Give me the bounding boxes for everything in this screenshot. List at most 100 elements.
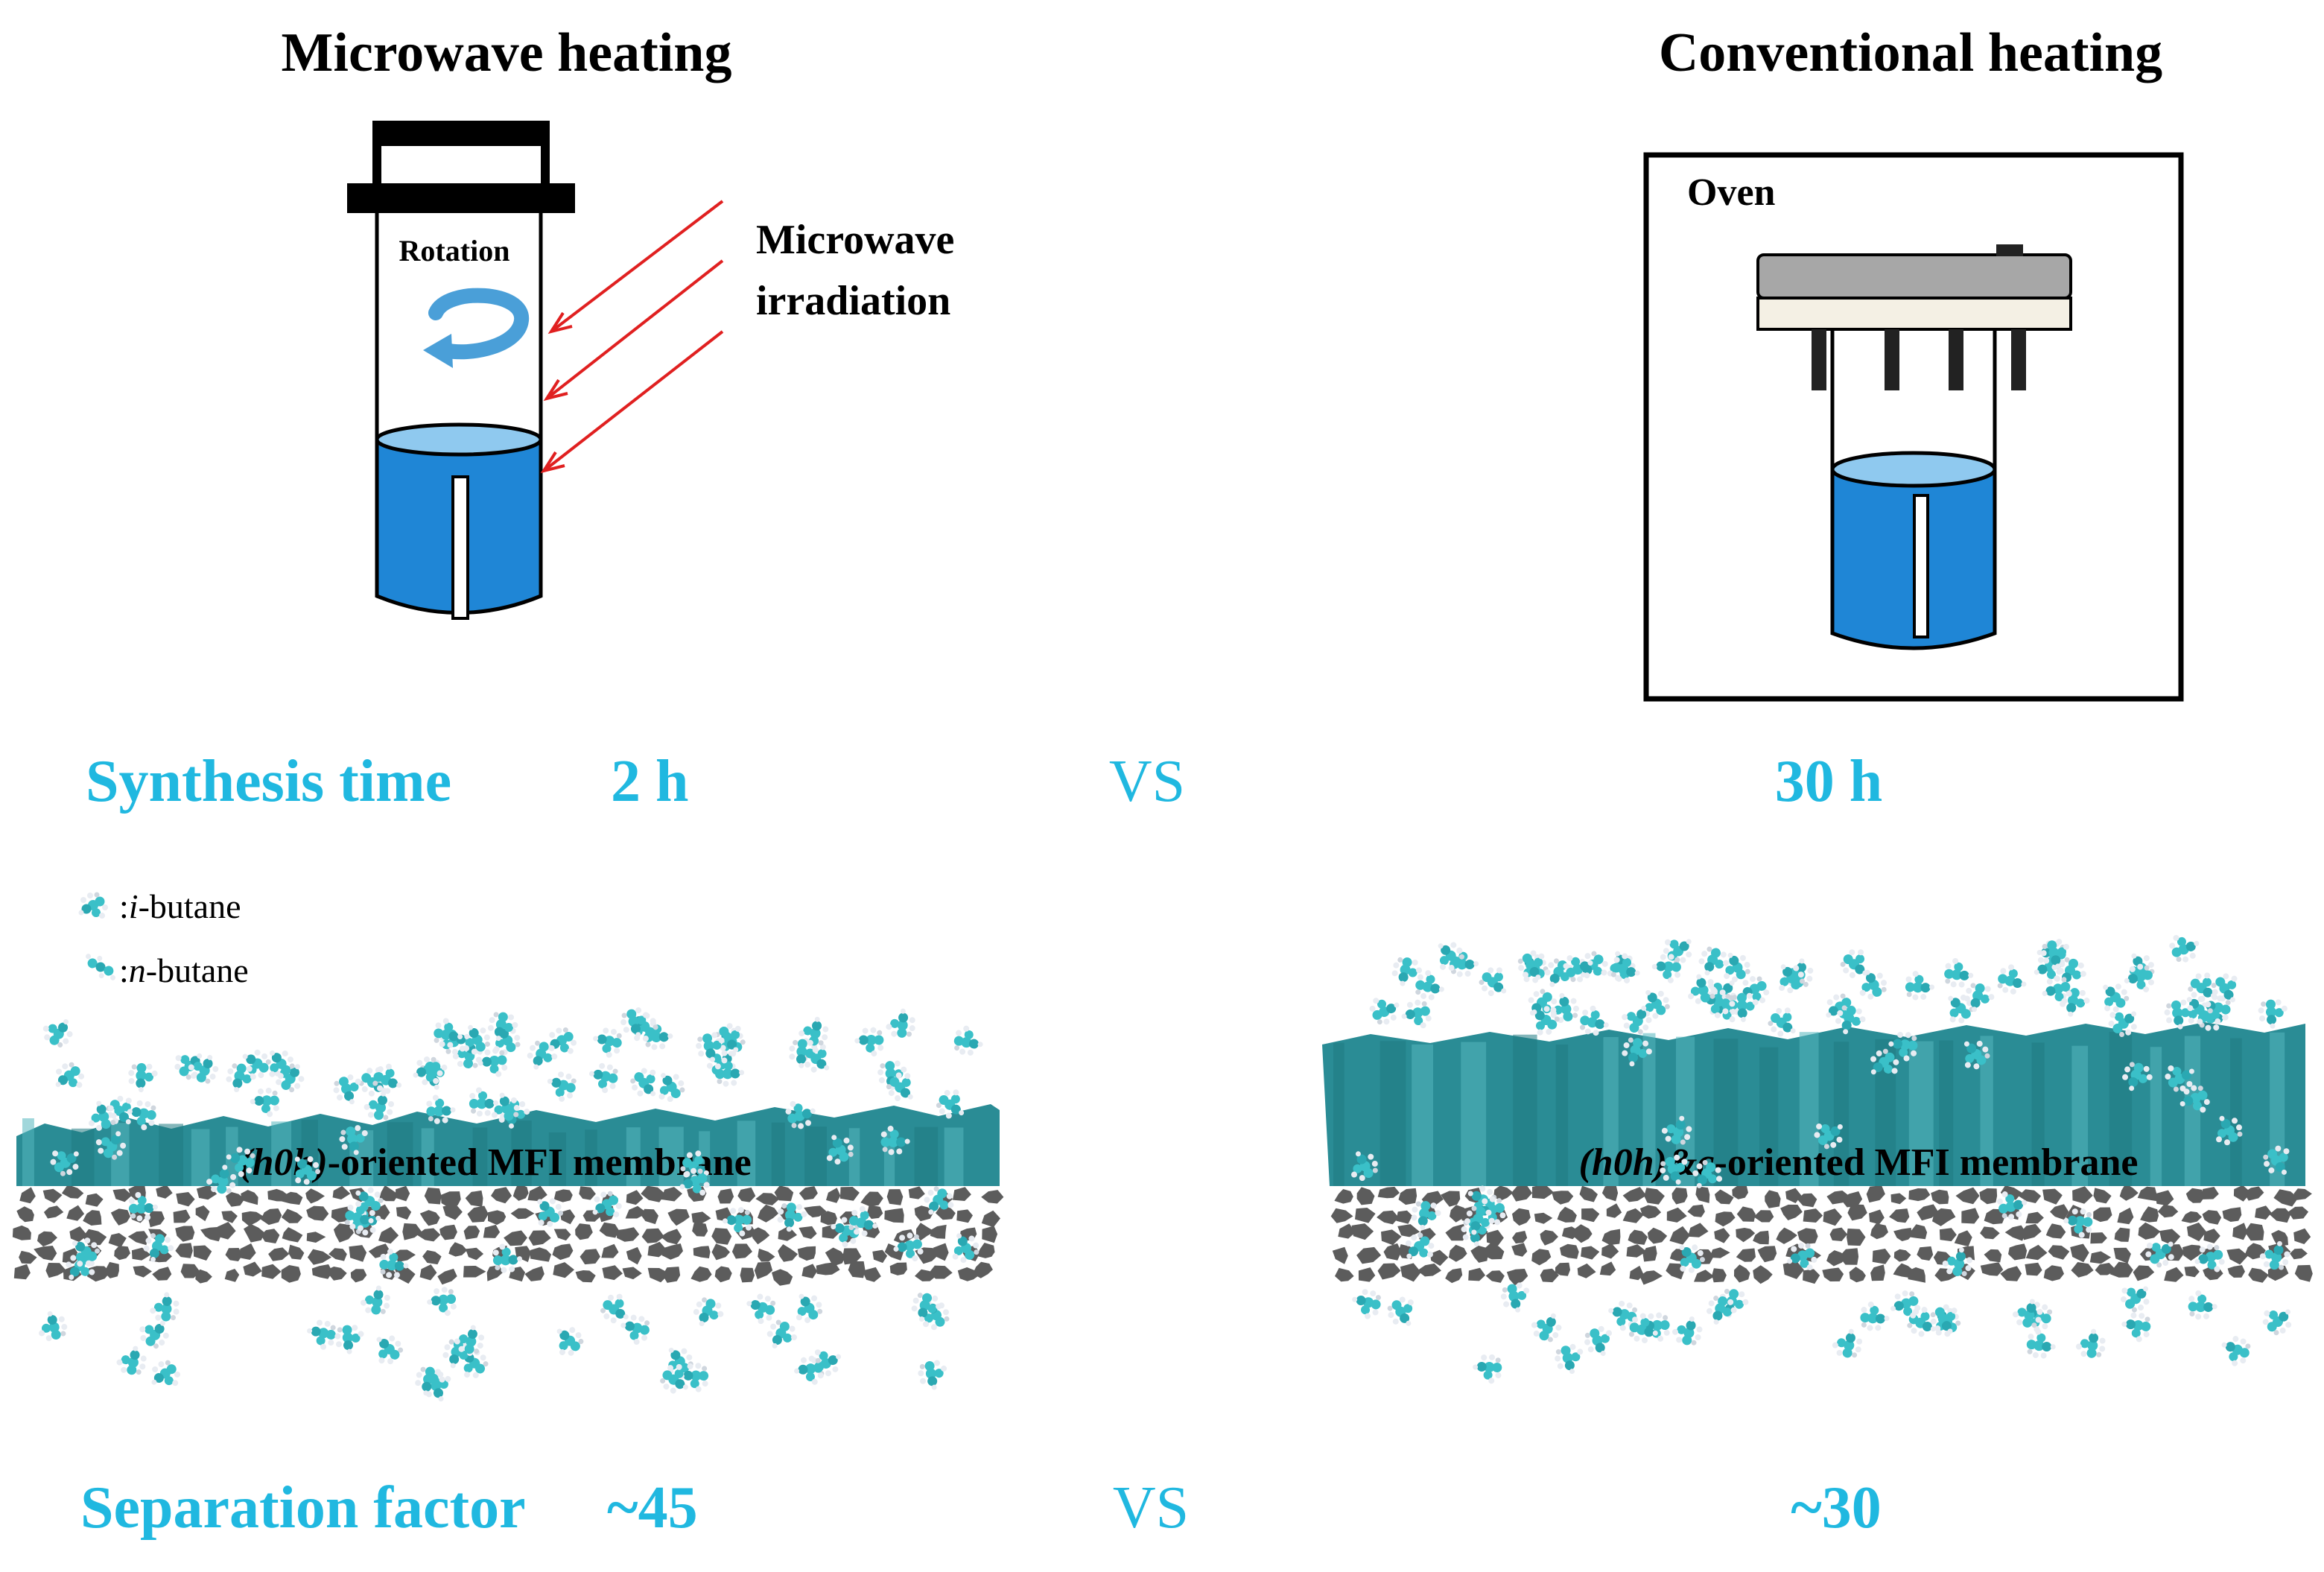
support-particle (553, 1229, 571, 1241)
support-particle (2255, 1205, 2272, 1220)
support-particle (42, 1188, 63, 1203)
support-particle (131, 1247, 151, 1261)
butane-molecule (1387, 1296, 1415, 1327)
support-particle (1753, 1210, 1774, 1223)
support-particle (552, 1243, 574, 1261)
support-particle (647, 1267, 670, 1283)
support-particle (1445, 1268, 1463, 1284)
crystal-column (1908, 1041, 1934, 1186)
support-particle (282, 1191, 303, 1205)
support-particle (1330, 1208, 1353, 1223)
support-particle (1753, 1265, 1773, 1284)
support-particle (797, 1246, 816, 1261)
support-particle (1534, 1212, 1553, 1224)
support-particle (1400, 1263, 1421, 1282)
butane-molecule (331, 1071, 362, 1106)
support-particle (1872, 1249, 1891, 1264)
support-particle (981, 1190, 1004, 1204)
support-particle (616, 1227, 640, 1242)
synthesis-microwave-value: 2 h (611, 749, 689, 814)
support-particle (1338, 1223, 1356, 1239)
support-particle (801, 1264, 818, 1278)
support-particle (1753, 1230, 1769, 1245)
support-particle (402, 1223, 422, 1240)
support-particle (1939, 1228, 1957, 1242)
support-particle (2114, 1227, 2130, 1242)
support-particle (2119, 1183, 2139, 1201)
support-particle (305, 1188, 325, 1204)
support-particle (750, 1227, 770, 1245)
support-particle (442, 1203, 463, 1220)
support-particle (440, 1191, 461, 1208)
support-particle (66, 1205, 85, 1221)
support-particle (2133, 1265, 2155, 1281)
support-particle (2248, 1267, 2269, 1283)
separation-microwave-value: ~45 (607, 1475, 698, 1541)
microwave-arrow-icon (540, 200, 724, 474)
microwave-vessel: Rotation (347, 121, 575, 620)
butane-molecule (1898, 968, 1937, 1007)
support-particle (1622, 1187, 1647, 1202)
support-particle (238, 1243, 256, 1260)
support-particle (261, 1264, 282, 1279)
support-particle (848, 1261, 866, 1278)
support-particle (908, 1186, 925, 1199)
support-particle (2138, 1222, 2161, 1240)
support-particle (2164, 1267, 2184, 1282)
crystal-column (2270, 1032, 2285, 1186)
butane-molecule (247, 1082, 286, 1120)
support-particle (12, 1225, 31, 1240)
support-particle (774, 1185, 794, 1202)
butane-molecule (2260, 1305, 2295, 1338)
support-particle (2269, 1208, 2291, 1223)
support-particle (34, 1246, 57, 1261)
synthesis-time-label: Synthesis time (86, 749, 451, 814)
support-particle (799, 1226, 817, 1239)
butane-molecule (113, 1343, 153, 1383)
crystal-column (2150, 1047, 2162, 1186)
support-particle (195, 1269, 212, 1284)
support-particle (692, 1222, 708, 1237)
support-particle (244, 1224, 265, 1243)
oven-label: Oven (1687, 171, 1776, 214)
support-particle (647, 1241, 667, 1258)
support-particle (2288, 1206, 2309, 1220)
support-particle (1823, 1208, 1842, 1226)
support-particle (419, 1210, 440, 1226)
support-particle (85, 1193, 104, 1207)
support-particle (2181, 1211, 2202, 1223)
right-porous-support (1330, 1183, 2313, 1286)
support-particle (2109, 1261, 2133, 1278)
support-particle (1626, 1244, 1647, 1258)
crystal-column (626, 1127, 641, 1186)
support-particle (1797, 1228, 1818, 1244)
support-particle (1468, 1267, 1485, 1281)
butane-molecule (589, 1021, 629, 1062)
crystal-column (1333, 1042, 1344, 1186)
support-particle (1531, 1249, 1552, 1266)
crystal-column (1642, 1033, 1656, 1186)
butane-molecule (1348, 1283, 1388, 1323)
support-particle (282, 1227, 303, 1243)
support-particle (200, 1226, 222, 1242)
n-butane-molecule-icon (86, 954, 115, 980)
support-particle (661, 1187, 682, 1202)
butane-molecule (2118, 1282, 2153, 1315)
support-particle (1893, 1249, 1911, 1262)
support-particle (306, 1232, 326, 1243)
crystal-column (2184, 1036, 2200, 1186)
butane-molecule (553, 1323, 587, 1359)
butane-molecule (2072, 1325, 2112, 1366)
support-particle (394, 1267, 416, 1284)
support-particle (972, 1261, 993, 1278)
support-particle (261, 1229, 280, 1243)
crystal-column (585, 1129, 597, 1186)
butane-molecule (585, 1056, 626, 1097)
support-particle (396, 1206, 412, 1220)
support-particle (717, 1188, 734, 1204)
support-particle (799, 1186, 818, 1200)
support-particle (175, 1243, 193, 1258)
support-particle (393, 1249, 416, 1262)
support-particle (1486, 1229, 1504, 1246)
support-particle (241, 1190, 258, 1205)
